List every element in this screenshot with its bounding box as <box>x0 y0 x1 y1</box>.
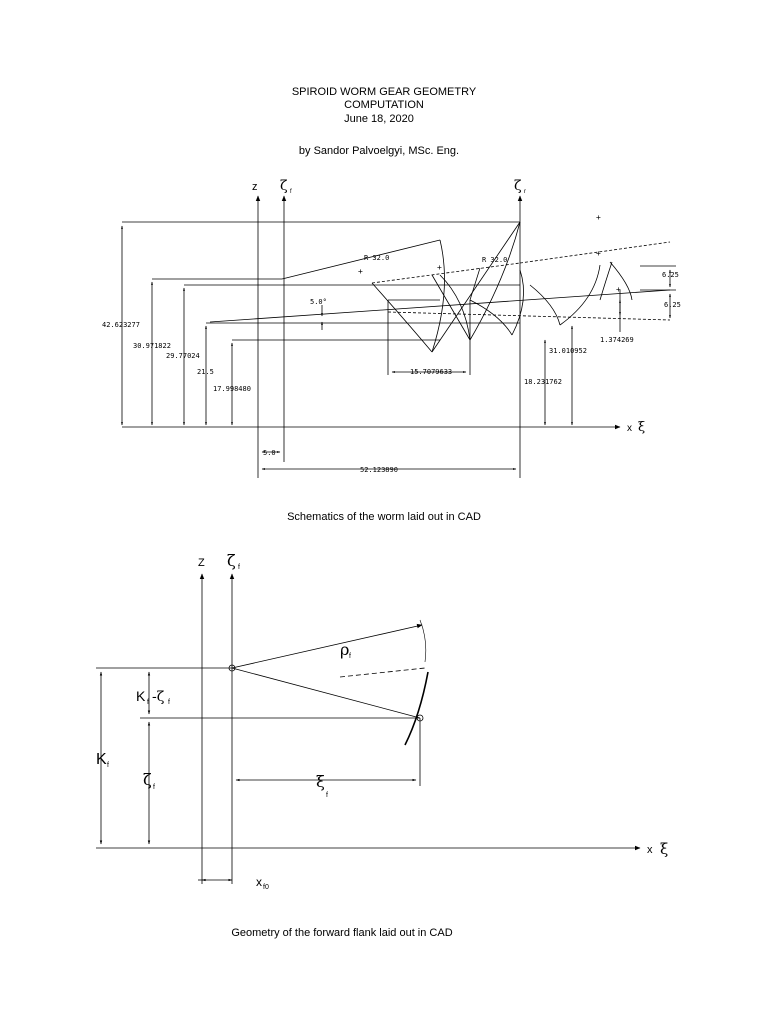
dim-29: 29.77024 <box>166 352 200 360</box>
svg-text:+: + <box>437 263 442 272</box>
svg-text:+: + <box>358 267 363 276</box>
dim-17: 17.998480 <box>213 385 251 393</box>
figure1-caption: Schematics of the worm laid out in CAD <box>287 511 481 523</box>
x-f0-sub: f0 <box>263 884 269 891</box>
dim-30: 30.971822 <box>133 342 171 350</box>
document-date: June 18, 2020 <box>344 113 414 125</box>
dim-1: 1.374269 <box>600 336 634 344</box>
dim-6-25-upper: 6.25 <box>662 271 679 279</box>
dim-5: 5.0 <box>263 449 276 457</box>
k-sub: f <box>107 762 109 769</box>
document-title-line1: SPIROID WORM GEAR GEOMETRY <box>291 86 477 98</box>
xi-mid-sub: f <box>326 792 328 799</box>
fig2-zeta-label: ζ <box>227 551 236 570</box>
fig1-zeta-f-label: ζ <box>280 178 288 194</box>
fig1-zeta-r-sub: r <box>524 189 526 195</box>
fig1-xi-label: ξ <box>638 420 645 435</box>
fig1-x-label: x <box>627 423 632 434</box>
figure2-caption: Geometry of the forward flank laid out i… <box>231 927 453 939</box>
zeta-left-label: ζ <box>143 770 152 789</box>
zeta-left-sub: f <box>153 784 155 791</box>
fig1-z-label: z <box>252 181 258 193</box>
k-label: K <box>96 751 107 768</box>
dim-52: 52.123890 <box>360 466 398 474</box>
dim-6-25-lower: 6.25 <box>664 301 681 309</box>
svg-text:+: + <box>596 249 601 258</box>
dim-angle: 5.0° <box>310 298 327 306</box>
fig1-zeta-r-label: ζ <box>514 178 522 194</box>
rho-sub: f <box>349 653 351 660</box>
xi-mid-label: ξ <box>316 772 325 791</box>
x-f0-label: x <box>256 875 262 889</box>
k-minus-zeta-op: -ζ <box>152 689 165 705</box>
dim-42: 42.623277 <box>102 321 140 329</box>
fig2-x-label: x <box>647 844 653 856</box>
fig2-zeta-sub: f <box>238 564 240 571</box>
dim-31: 31.010952 <box>549 347 587 355</box>
document-title-line2: COMPUTATION <box>344 99 424 111</box>
rho-label: ρ <box>340 640 349 659</box>
dim-21: 21.5 <box>197 368 214 376</box>
svg-text:+: + <box>596 213 601 222</box>
dim-15: 15.7079633 <box>410 368 452 376</box>
fig2-z-label: Z <box>198 557 205 569</box>
k-minus-zeta-sub1: f <box>147 699 149 706</box>
k-minus-zeta-sub2: f <box>168 699 170 706</box>
fig1-zeta-f-sub: f <box>290 189 292 195</box>
k-minus-zeta-k: K <box>136 688 146 704</box>
dim-radius-left: R 32.0 <box>364 254 389 262</box>
dim-radius-right: R 32.0 <box>482 256 507 264</box>
fig2-xi-label: ξ <box>660 840 668 858</box>
document-author: by Sandor Palvoelgyi, MSc. Eng. <box>298 145 460 157</box>
svg-text:+: + <box>616 285 621 294</box>
dim-18: 18.231762 <box>524 378 562 386</box>
